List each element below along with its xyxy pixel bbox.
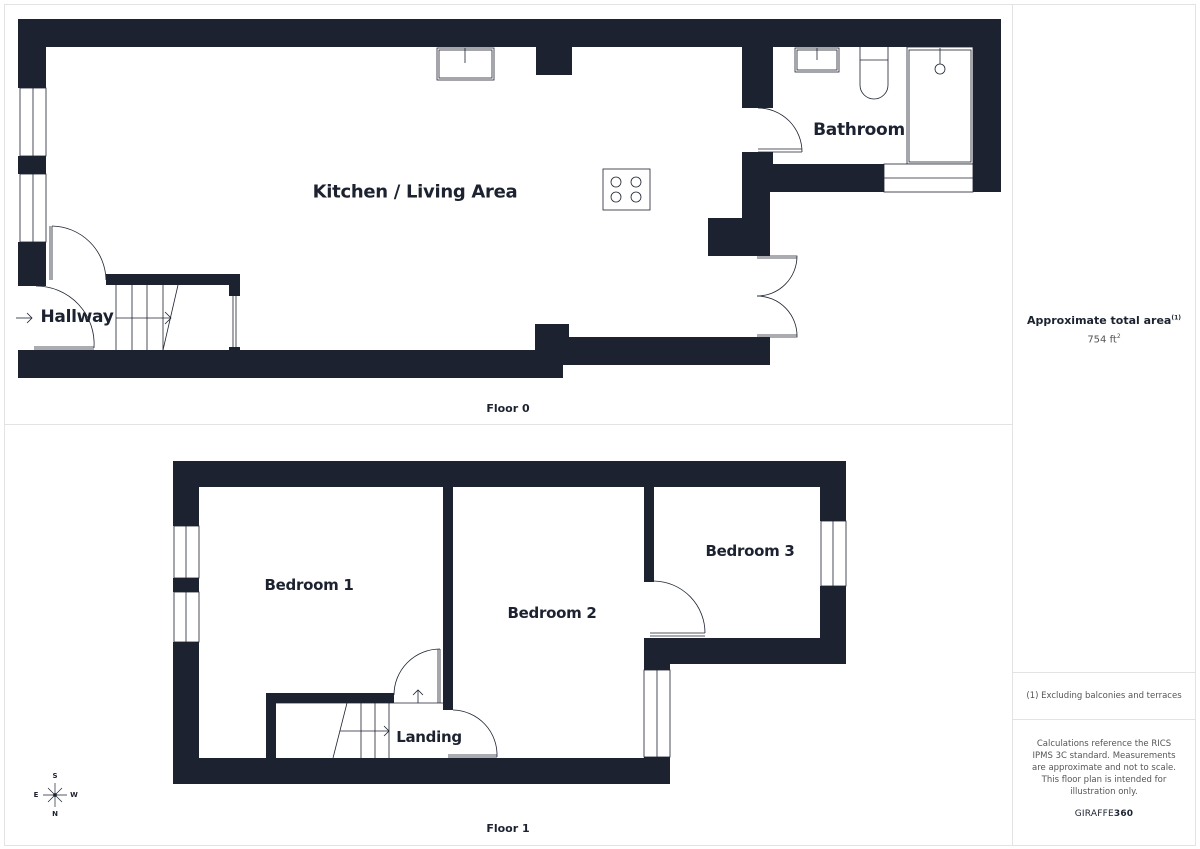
- floor-1-label: Floor 1: [486, 822, 530, 835]
- brand-logo: GIRAFFE360: [1074, 809, 1134, 819]
- floor-0-label: Floor 0: [486, 402, 530, 415]
- compass-label-top: S: [52, 772, 58, 780]
- room-label-landing: Landing: [396, 728, 462, 746]
- compass-label-right: W: [70, 791, 78, 799]
- area-value: 754 ft2: [1087, 333, 1121, 346]
- compass-rose: [43, 783, 67, 807]
- area-title: Approximate total area(1): [1026, 314, 1182, 327]
- area-summary: Approximate total area(1) 754 ft2: [1012, 314, 1196, 345]
- fixtures: [16, 42, 976, 759]
- room-label-bedroom-3: Bedroom 3: [705, 542, 795, 560]
- room-label-hallway: Hallway: [40, 307, 114, 327]
- compass-label-bottom: N: [52, 810, 58, 818]
- compass-label-left: E: [33, 791, 39, 799]
- room-label-kitchen-living: Kitchen / Living Area: [312, 181, 518, 203]
- room-label-bedroom-1: Bedroom 1: [264, 576, 354, 594]
- room-label-bathroom: Bathroom: [813, 120, 905, 140]
- walls: [18, 19, 1001, 784]
- info-sidebar: [1012, 4, 1196, 846]
- sidebar-divider-1: [1012, 672, 1196, 673]
- room-label-bedroom-2: Bedroom 2: [507, 604, 597, 622]
- disclaimer-text: Calculations reference the RICS IPMS 3C …: [1032, 739, 1176, 797]
- area-footnote: (1) Excluding balconies and terraces: [1026, 691, 1182, 701]
- sidebar-divider-2: [1012, 719, 1196, 720]
